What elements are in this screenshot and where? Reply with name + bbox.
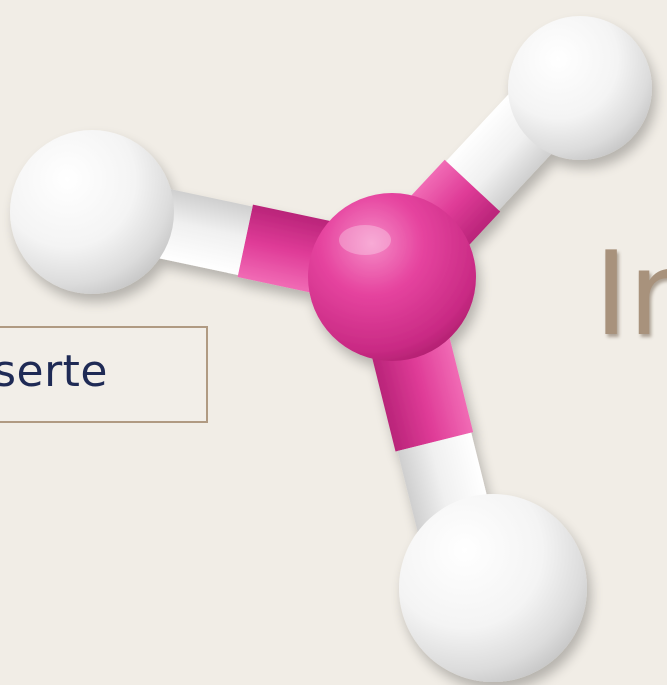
title-fragment-label: In bbox=[594, 245, 667, 355]
title-fragment: In bbox=[594, 245, 667, 355]
text-box[interactable]: serte bbox=[0, 326, 208, 423]
text-box-label: serte bbox=[0, 345, 108, 397]
